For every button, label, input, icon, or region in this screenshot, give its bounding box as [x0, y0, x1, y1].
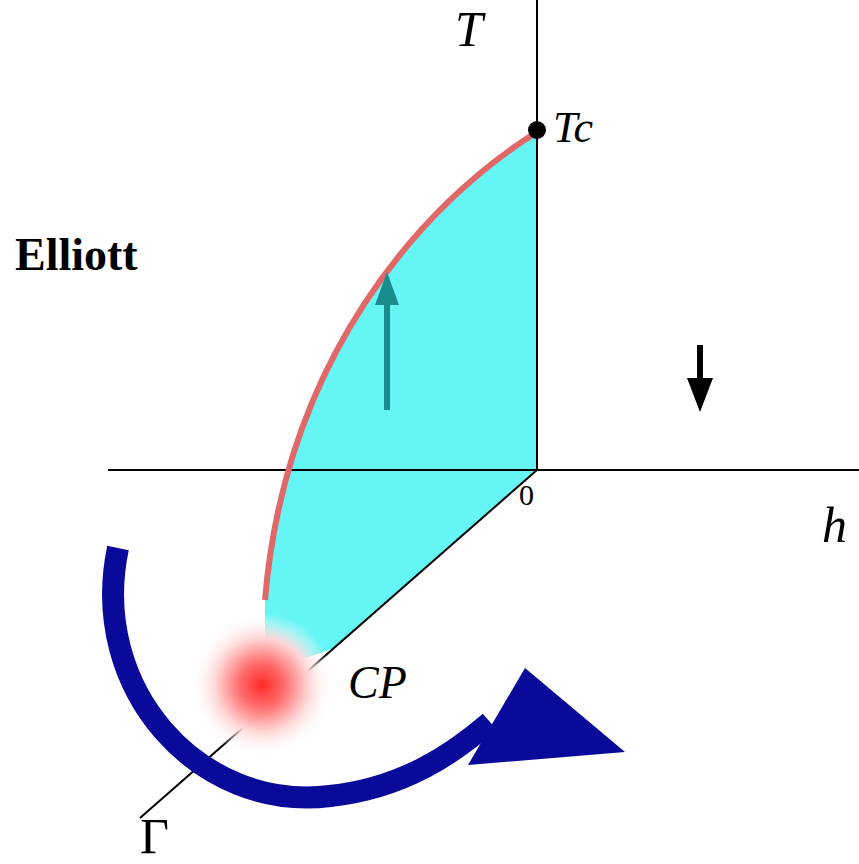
h-axis [108, 469, 859, 471]
origin-label: 0 [519, 480, 534, 510]
t-axis [536, 0, 538, 470]
axis-label: T [455, 4, 483, 54]
up-arrowhead [375, 272, 399, 305]
critical-point-dot [528, 121, 546, 139]
rotation-arrow [113, 548, 490, 797]
point-label: CP [345, 660, 410, 706]
figure-title-label: Elliott [15, 232, 138, 278]
temperature-label: Tc [553, 106, 593, 150]
rotation-arrowhead [468, 668, 625, 765]
axis-label: Γ [140, 811, 169, 861]
transition-line [265, 132, 537, 600]
down-arrowhead [687, 378, 713, 412]
critical-point-blob [190, 613, 334, 757]
ordered-region [265, 132, 537, 672]
axis-label: h [822, 500, 847, 550]
up-arrow [384, 300, 390, 410]
